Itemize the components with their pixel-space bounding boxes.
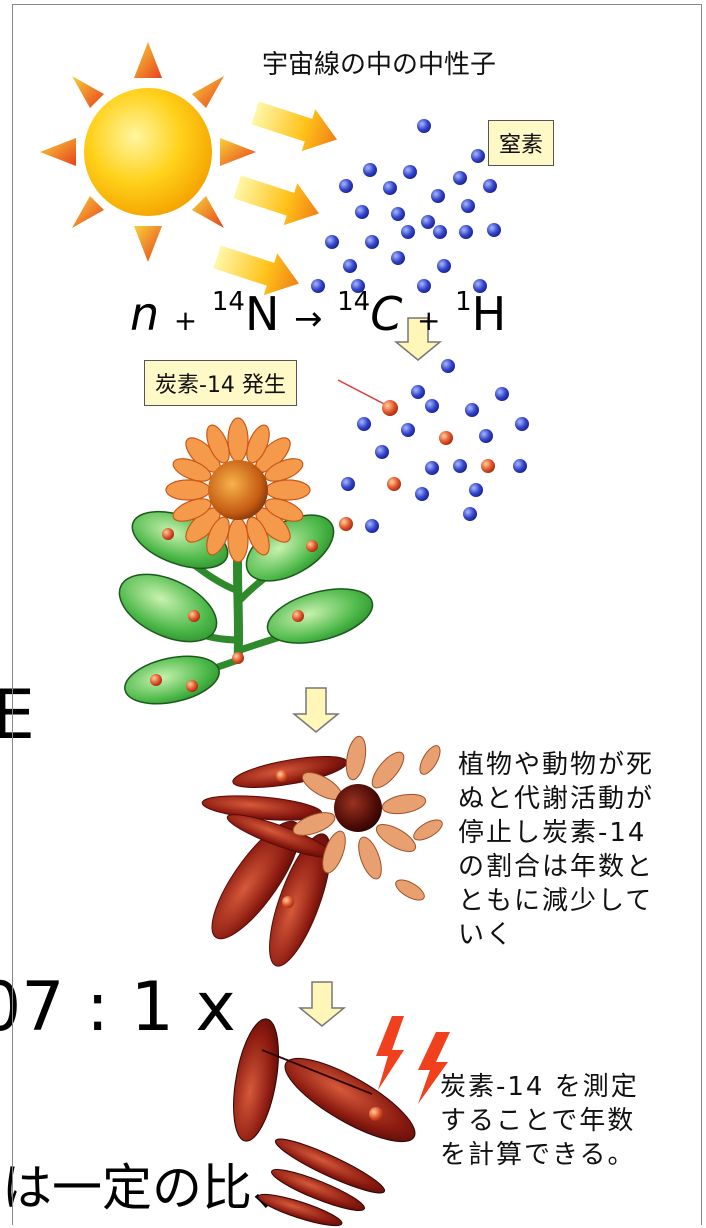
- carbon14-label: 炭素-14 発生: [144, 360, 297, 406]
- sun-icon: [40, 42, 256, 262]
- mixed-atoms: [339, 359, 529, 533]
- equation-h-symbol: H: [471, 287, 507, 341]
- nitrogen-label: 窒素: [488, 120, 555, 166]
- equation-h-mass: 1: [455, 287, 472, 317]
- down-arrow-icon-3: [297, 981, 347, 1027]
- neutron-label: 宇宙線の中の中性子: [262, 50, 497, 80]
- equation-plus-2: +: [416, 304, 441, 337]
- living-plant-illustration: [118, 417, 374, 705]
- equation-neutron: n: [130, 287, 160, 341]
- figure-frame: [12, 4, 702, 1225]
- fossil-leaves-illustration: [233, 1018, 416, 1227]
- equation-plus: +: [173, 304, 198, 337]
- cosmic-ray-arrows: [213, 101, 337, 296]
- slide-fragment-ratio: 07 : 1 x: [0, 968, 236, 1047]
- nitrogen-atoms: [311, 119, 501, 293]
- measurement-note: 炭素-14 を測定することで年数を計算できる。: [440, 1072, 639, 1170]
- withered-plant-illustration: [201, 735, 443, 967]
- equation-n-mass: 14: [211, 287, 245, 317]
- equation-c-mass: 14: [337, 287, 371, 317]
- equation-arrow: →: [294, 299, 323, 339]
- slide-fragment-e: E: [0, 676, 35, 755]
- equation-n-symbol: N: [244, 287, 280, 341]
- down-arrow-icon: [393, 317, 443, 361]
- death-note: 植物や動物が死ぬと代謝活動が停止し炭素-14 の割合は年数とともに減少していく: [458, 750, 655, 950]
- down-arrow-icon-2: [291, 687, 341, 733]
- lightning-icon: [376, 1016, 450, 1104]
- slide-fragment-constant-ratio: は一定の比、: [2, 1159, 302, 1217]
- nuclear-reaction-equation: n + 14N → 14C + 1H: [130, 287, 506, 341]
- equation-c-symbol: C: [370, 287, 403, 341]
